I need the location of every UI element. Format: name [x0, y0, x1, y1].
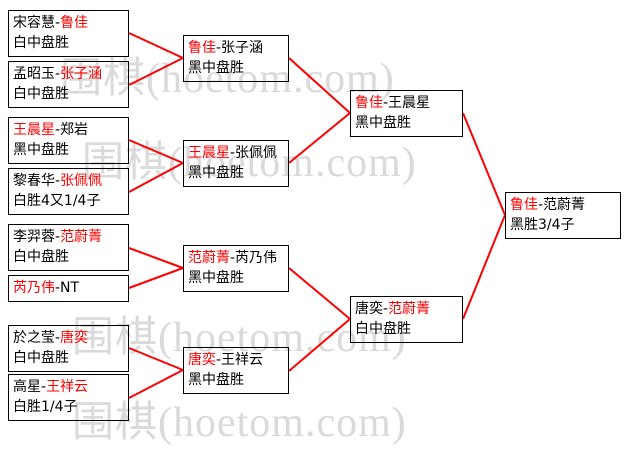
match-box-r2m3: 范蔚菁-芮乃伟 黑中盘胜	[183, 245, 289, 292]
player-loser: -王祥云	[216, 352, 264, 368]
match-players: 宋容慧-鲁佳	[13, 13, 124, 33]
bracket-lines	[128, 32, 506, 399]
player-loser: 宋容慧-	[13, 15, 61, 31]
watermark-text: 围棋(hoetom.com)	[82, 140, 417, 186]
match-box-r1m6: 芮乃伟-NT	[8, 275, 129, 302]
match-result: 白中盘胜	[13, 249, 69, 265]
player-winner: 鲁佳	[510, 197, 538, 213]
player-loser: 李羿蓉-	[13, 229, 61, 245]
match-players: 鲁佳-范蔚菁	[510, 195, 616, 215]
match-box-r2m1: 鲁佳-张子涵 黑中盘胜	[183, 35, 289, 82]
match-box-sf1: 鲁佳-王晨星 黑中盘胜	[350, 90, 463, 137]
player-winner: 鲁佳	[188, 40, 216, 56]
match-box-r1m8: 高星-王祥云 白胜1/4子	[8, 374, 129, 421]
match-box-r1m4: 黎春华-张佩佩 白胜4又1/4子	[8, 168, 129, 215]
player-winner: 范蔚菁	[188, 250, 230, 266]
match-box-r1m2: 孟昭玉-张子涵 白中盘胜	[8, 61, 129, 108]
match-players: 王晨星-郑岩	[13, 120, 124, 140]
tournament-bracket: 围棋(hoetom.com) 围棋(hoetom.com) 围棋(hoetom.…	[8, 10, 621, 446]
player-loser: 黎春华-	[13, 173, 61, 189]
match-box-r1m1: 宋容慧-鲁佳 白中盘胜	[8, 10, 129, 57]
player-loser: -郑岩	[55, 122, 89, 138]
match-result: 黑中盘胜	[188, 165, 244, 181]
match-result: 黑中盘胜	[188, 372, 244, 388]
player-winner: 鲁佳	[355, 95, 383, 111]
match-box-r1m5: 李羿蓉-范蔚菁 白中盘胜	[8, 224, 129, 271]
match-box-r1m3: 王晨星-郑岩 黑中盘胜	[8, 117, 129, 164]
match-result: 白胜4又1/4子	[13, 193, 101, 209]
match-players: 黎春华-张佩佩	[13, 171, 124, 191]
player-winner: 唐奕	[188, 352, 216, 368]
match-players: 唐奕-王祥云	[188, 350, 284, 370]
player-loser: 唐奕-	[355, 301, 389, 317]
player-loser: 高星-	[13, 379, 47, 395]
player-winner: 王晨星	[13, 122, 55, 138]
match-result: 白中盘胜	[13, 86, 69, 102]
player-winner: 鲁佳	[60, 15, 89, 31]
match-box-r2m2: 王晨星-张佩佩 黑中盘胜	[183, 140, 289, 187]
match-players: 鲁佳-张子涵	[188, 38, 284, 58]
player-winner: 张子涵	[60, 66, 103, 82]
match-players: 唐奕-范蔚菁	[355, 299, 458, 319]
match-box-r2m4: 唐奕-王祥云 黑中盘胜	[183, 347, 289, 394]
match-players: 鲁佳-王晨星	[355, 93, 458, 113]
player-winner: 王晨星	[188, 145, 230, 161]
player-loser: -王晨星	[383, 95, 431, 111]
match-players: 芮乃伟-NT	[13, 278, 124, 298]
player-loser: -范蔚菁	[538, 197, 586, 213]
player-loser: 孟昭玉-	[13, 66, 61, 82]
player-loser: -张子涵	[216, 40, 264, 56]
player-winner: 范蔚菁	[388, 301, 431, 317]
match-result: 黑中盘胜	[355, 115, 411, 131]
player-winner: 张佩佩	[60, 173, 103, 189]
match-players: 孟昭玉-张子涵	[13, 64, 124, 84]
match-players: 於之莹-唐奕	[13, 328, 124, 348]
match-players: 王晨星-张佩佩	[188, 143, 284, 163]
match-result: 白胜1/4子	[13, 399, 78, 415]
match-box-r1m7: 於之莹-唐奕 白中盘胜	[8, 325, 129, 372]
player-winner: 芮乃伟	[13, 280, 55, 296]
player-winner: 唐奕	[60, 330, 89, 346]
match-result: 黑中盘胜	[188, 270, 244, 286]
watermark-text: 围棋(hoetom.com)	[60, 56, 395, 102]
match-result: 白中盘胜	[355, 321, 411, 337]
match-players: 高星-王祥云	[13, 377, 124, 397]
match-box-final: 鲁佳-范蔚菁 黑胜3/4子	[505, 192, 621, 239]
player-loser: 於之莹-	[13, 330, 61, 346]
match-result: 黑中盘胜	[13, 142, 69, 158]
match-result: 黑中盘胜	[188, 60, 244, 76]
player-loser: -张佩佩	[230, 145, 278, 161]
player-winner: 王祥云	[46, 379, 89, 395]
match-result: 白中盘胜	[13, 35, 69, 51]
match-result: 黑胜3/4子	[510, 217, 575, 233]
player-loser: -NT	[55, 280, 80, 296]
match-players: 李羿蓉-范蔚菁	[13, 227, 124, 247]
player-loser: -芮乃伟	[230, 250, 278, 266]
match-players: 范蔚菁-芮乃伟	[188, 248, 284, 268]
match-result: 白中盘胜	[13, 350, 69, 366]
player-winner: 范蔚菁	[60, 229, 103, 245]
match-box-sf2: 唐奕-范蔚菁 白中盘胜	[350, 296, 463, 343]
